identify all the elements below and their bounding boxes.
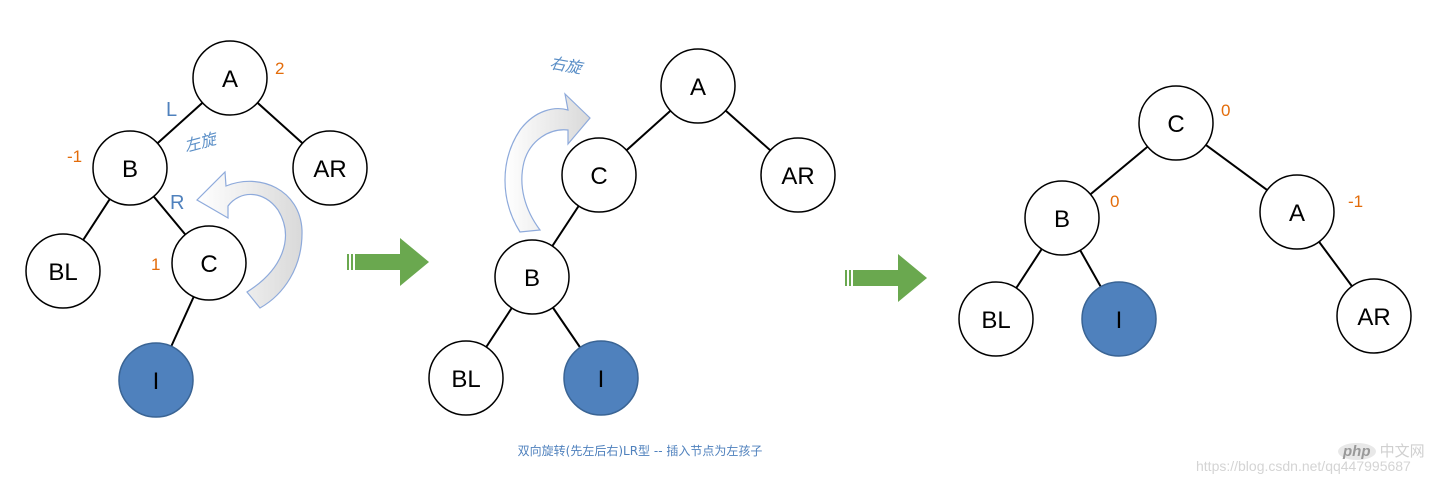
node-b: B: [92, 130, 168, 206]
node-label: C: [200, 251, 217, 278]
node-ar: AR: [292, 130, 368, 206]
node-label: AR: [313, 156, 346, 183]
watermark-url: https://blog.csdn.net/qq447995687: [1196, 458, 1411, 474]
node-label: AR: [1357, 304, 1390, 331]
node-label: BL: [451, 366, 480, 393]
diagram-caption: 双向旋转(先左后右)LR型 -- 插入节点为左孩子: [517, 444, 763, 458]
node-ar: AR: [1336, 278, 1412, 354]
balance-factor-b: -1: [67, 147, 82, 166]
transition-arrow-2-icon: [845, 254, 927, 302]
balance-factor-c: 0: [1221, 101, 1230, 120]
node-i-inserted: I: [563, 340, 639, 416]
node-label: I: [598, 366, 605, 393]
balance-factor-b: 0: [1110, 192, 1119, 211]
edges: [465, 85, 799, 379]
watermark-logo-text: 中文网: [1379, 443, 1425, 460]
node-label: BL: [981, 307, 1010, 334]
node-label: I: [153, 368, 160, 395]
node-label: I: [1116, 307, 1123, 334]
node-bl: BL: [25, 233, 101, 309]
rotation-label-right: 右旋: [548, 53, 586, 78]
node-a: A: [1259, 174, 1335, 250]
node-label: A: [1289, 200, 1305, 227]
node-c: C: [171, 225, 247, 301]
balance-factor-c: 1: [151, 255, 160, 274]
node-c: C: [561, 137, 637, 213]
node-label: A: [222, 66, 238, 93]
watermark-logo: php 中文网: [1338, 440, 1425, 461]
node-label: B: [122, 156, 138, 183]
node-label: BL: [48, 259, 77, 286]
node-label: B: [1054, 206, 1070, 233]
balance-factor-a: 2: [275, 59, 284, 78]
node-c: C: [1138, 85, 1214, 161]
edge-label-l: L: [166, 99, 177, 121]
node-b: B: [1024, 180, 1100, 256]
node-label: C: [590, 163, 607, 190]
left-rotate-arrow-icon: [196, 170, 303, 309]
node-b: B: [494, 239, 570, 315]
node-ar: AR: [760, 137, 836, 213]
node-label: A: [690, 74, 706, 101]
edge-label-r: R: [170, 192, 184, 214]
diagram3: C B A BL I AR 0 0 -1: [958, 85, 1412, 357]
php-logo-icon: php: [1338, 443, 1376, 460]
balance-factor-a: -1: [1348, 192, 1363, 211]
node-bl: BL: [428, 340, 504, 416]
node-i-inserted: I: [118, 342, 194, 418]
diagram1: A B AR BL C I 2 -1 1 L R 左旋: [25, 40, 368, 418]
node-label: C: [1167, 111, 1184, 138]
rotation-label-left: 左旋: [182, 128, 221, 155]
node-bl: BL: [958, 281, 1034, 357]
node-a: A: [192, 40, 268, 116]
node-a: A: [660, 48, 736, 124]
right-rotate-arrow-icon: [504, 92, 591, 233]
node-label: B: [524, 265, 540, 292]
node-label: AR: [781, 163, 814, 190]
transition-arrow-1-icon: [347, 238, 429, 286]
node-i-inserted: I: [1081, 281, 1157, 357]
diagram2: A C AR B BL I 右旋: [428, 48, 836, 416]
